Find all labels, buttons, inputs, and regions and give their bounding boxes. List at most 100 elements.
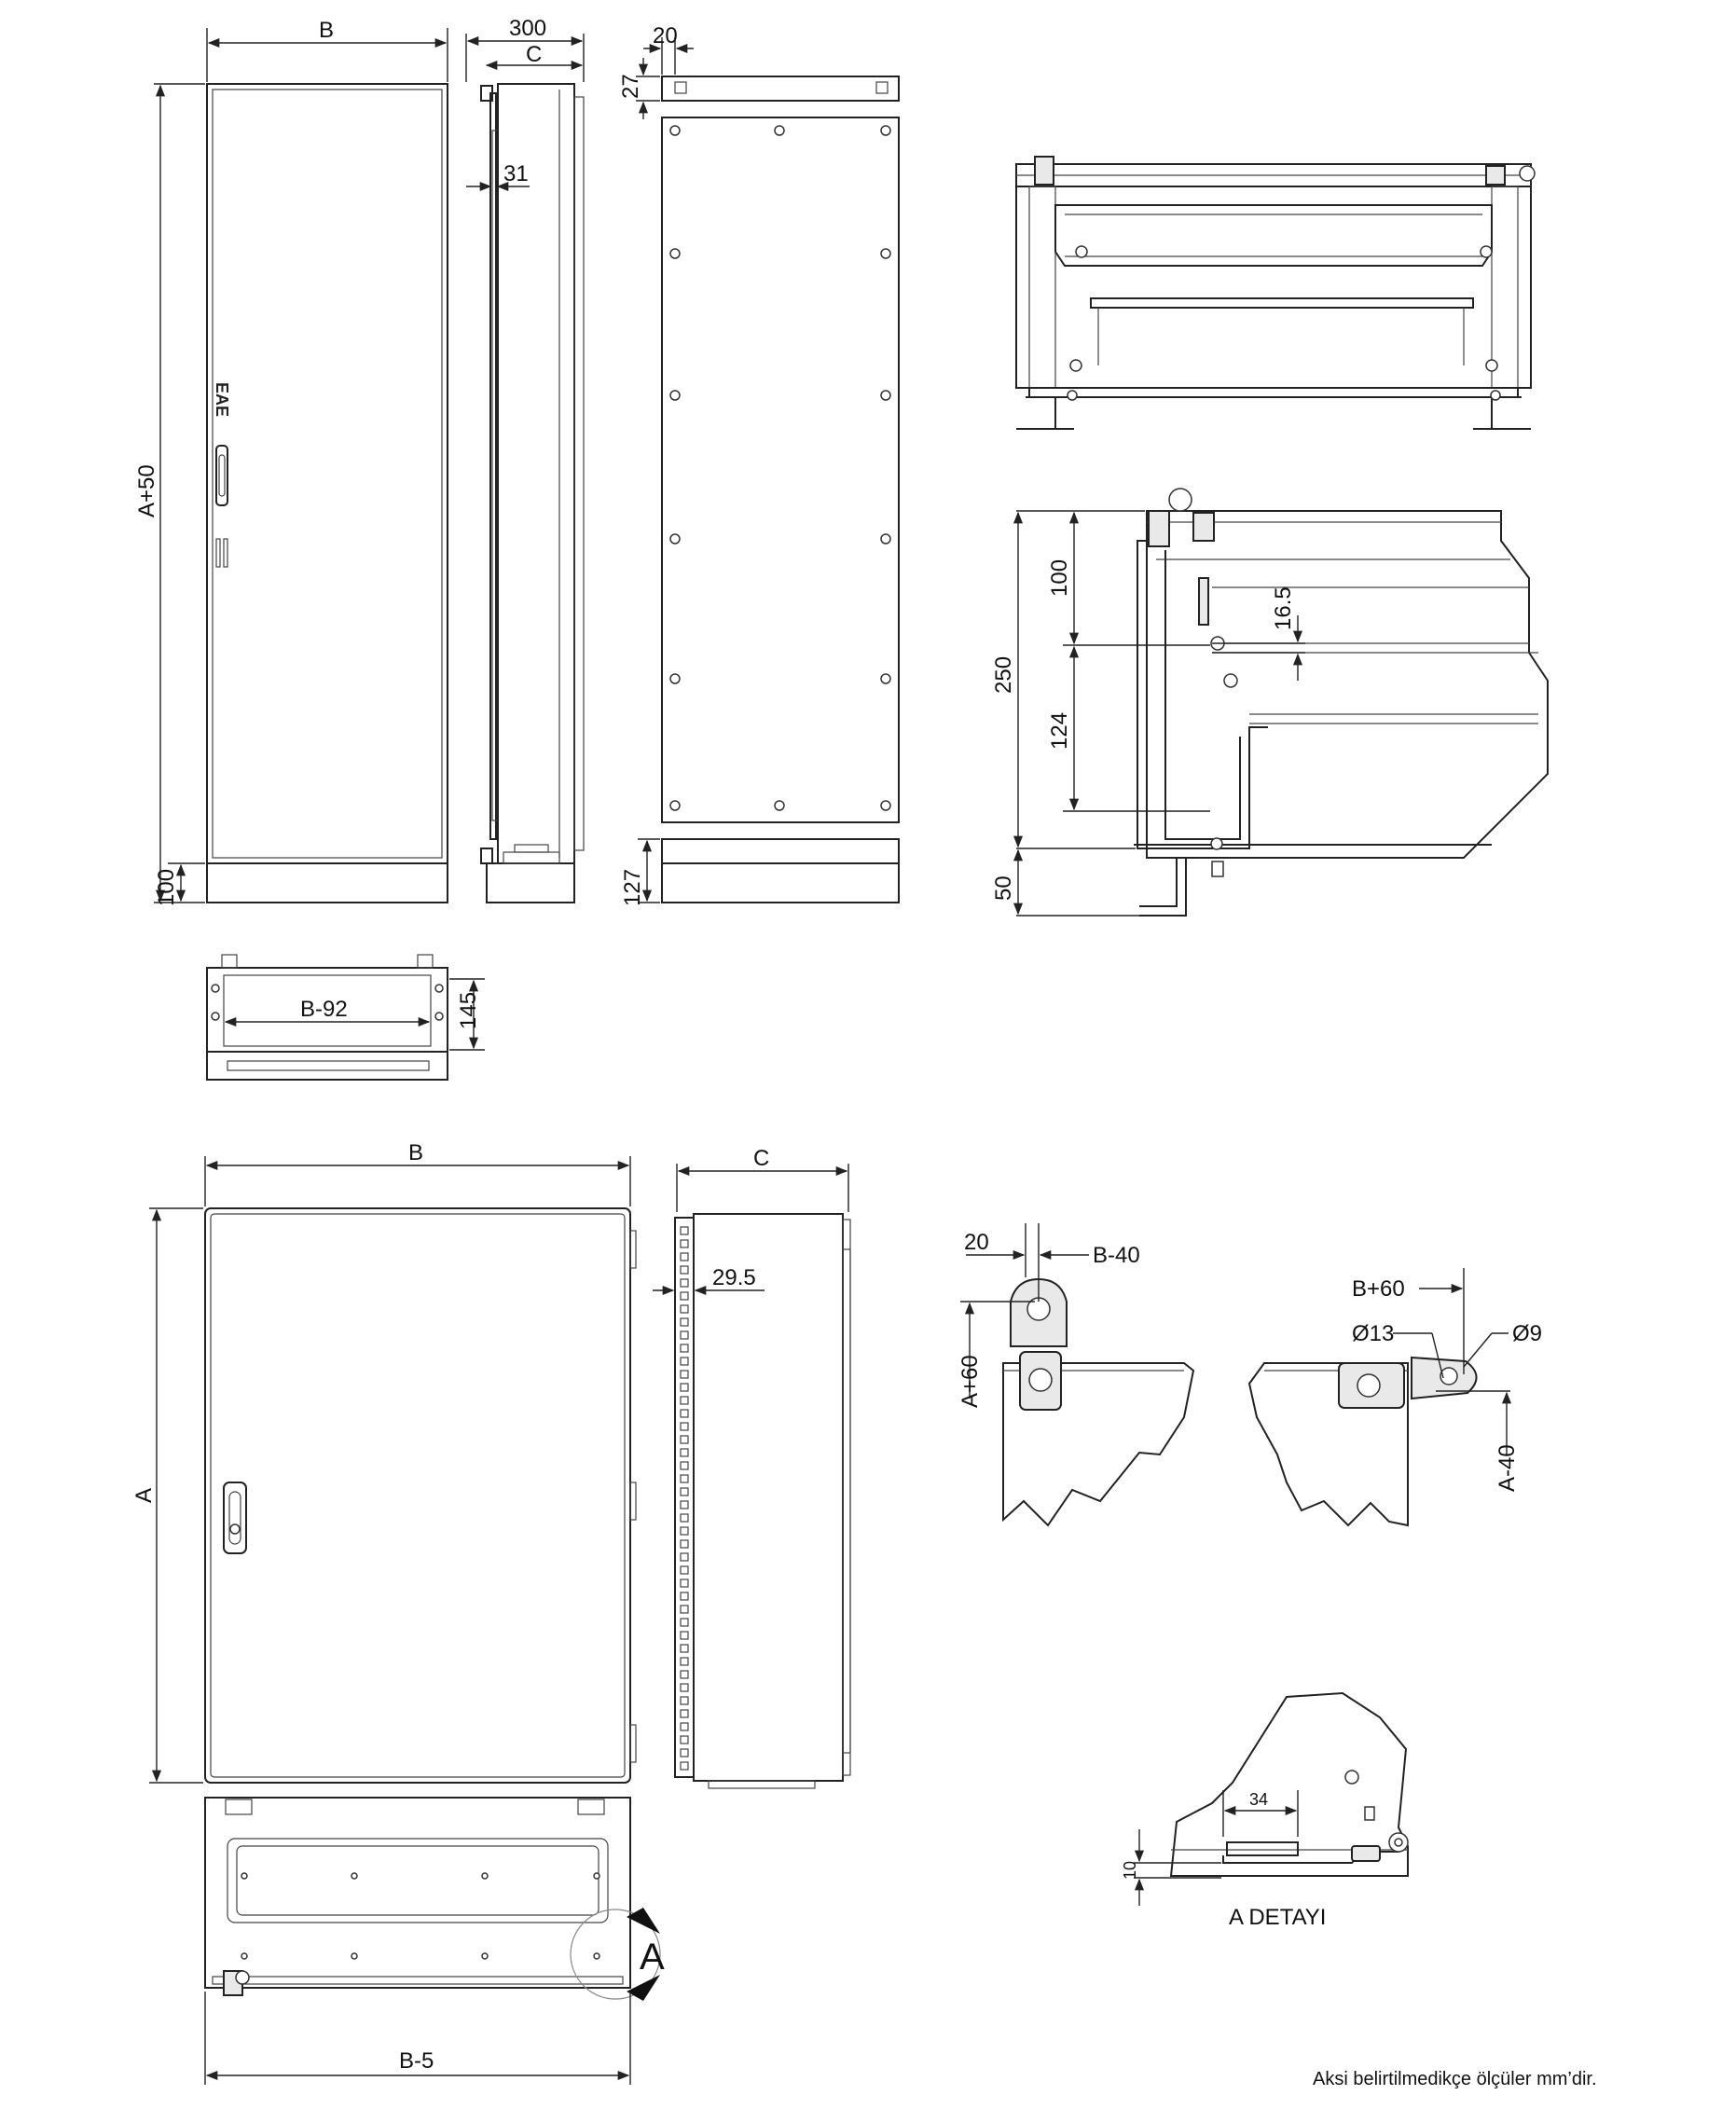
plinth-top-view (206, 954, 448, 1081)
roof-section-view (1015, 156, 1536, 430)
rail-slot (680, 1748, 689, 1758)
cabinet-logo: EAE (213, 382, 231, 417)
wall-cabinet-bottom-view: A (204, 1797, 665, 2001)
rail-slot (680, 1422, 689, 1431)
rail-slot (680, 1722, 689, 1731)
mounting-bracket-left-view (1002, 1277, 1195, 1527)
dim-a40: A-40 (1436, 1390, 1520, 1492)
rail-slot (680, 1474, 689, 1483)
dim-label-b92: B-92 (300, 997, 348, 1022)
rail-slot (680, 1461, 689, 1470)
dim-label-a: A (131, 1488, 157, 1503)
floor-cabinet-back-view (661, 76, 900, 903)
dim-depth-300: 300 (465, 16, 585, 82)
rail-slot (680, 1526, 689, 1536)
dim-label-250: 250 (991, 656, 1016, 694)
dim-label-b60: B+60 (1352, 1276, 1405, 1302)
detail-a-title: A DETAYI (1229, 1905, 1326, 1930)
dim-depth-c-bottom: C (676, 1146, 849, 1212)
rail-slot (680, 1565, 689, 1575)
bolt-hole (880, 390, 891, 401)
wall-cabinet-front-view (204, 1207, 637, 1784)
dim-label-20-mount: 20 (964, 1230, 989, 1255)
rail-slot (680, 1396, 689, 1405)
dim-29-5: 29.5 (653, 1265, 765, 1296)
rail-slot (680, 1605, 689, 1614)
bolt-hole (774, 800, 785, 811)
rail-slot (680, 1265, 689, 1275)
dim-label-31: 31 (503, 161, 529, 186)
dim-27: 27 (618, 58, 660, 119)
dim-label-127: 127 (620, 869, 645, 906)
dim-label-10: 10 (1121, 1861, 1139, 1880)
rail-slot (680, 1435, 689, 1444)
rail-slot (680, 1631, 689, 1640)
back-panel-bolts (669, 125, 891, 811)
dim-label-c-bottom: C (753, 1146, 769, 1171)
dim-height-a50: A+50 (134, 83, 205, 903)
rail-slot (680, 1709, 689, 1718)
rail-slot (680, 1670, 689, 1679)
dim-label-20-top: 20 (653, 23, 678, 48)
bolt-hole (880, 248, 891, 259)
rail-slot (680, 1644, 689, 1653)
dim-34: 34 (1222, 1790, 1299, 1837)
dim-height-a: A (131, 1207, 203, 1784)
dim-o9: Ø9 (1463, 1321, 1542, 1368)
dim-label-100-left: 100 (154, 869, 179, 906)
dim-label-b-bottom: B (408, 1140, 423, 1165)
bolt-hole (669, 390, 681, 401)
dim-depth-c-top: C (485, 42, 584, 71)
dim-label-300: 300 (509, 16, 546, 41)
bolt-hole (880, 673, 891, 684)
rail-slot (680, 1383, 689, 1392)
units-footnote: Aksi belirtilmedikçe ölçüler mm’dir. (1313, 2069, 1597, 2089)
rail-slot (680, 1683, 689, 1692)
dim-label-a60: A+60 (958, 1355, 983, 1408)
rail-slot (680, 1513, 689, 1523)
bolt-hole (669, 125, 681, 136)
dim-label-a40: A-40 (1495, 1444, 1520, 1492)
dim-label-145: 145 (456, 992, 481, 1029)
rail-slot (680, 1409, 689, 1418)
dim-a60: A+60 (958, 1301, 1035, 1408)
detail-a-marker: A (640, 1937, 665, 1978)
din-rail-slots (680, 1226, 689, 1771)
rail-slot (680, 1500, 689, 1509)
corner-section-view (1016, 488, 1549, 917)
detail-a-callout-circle (570, 1909, 661, 2000)
dim-100-corner: 100 (1047, 511, 1080, 645)
dim-250: 250 (991, 511, 1024, 848)
dim-label-o9: Ø9 (1512, 1321, 1542, 1346)
dim-label-b-top: B (319, 18, 334, 43)
dim-20-top: 20 (643, 23, 694, 75)
rail-slot (680, 1278, 689, 1288)
dim-label-124: 124 (1047, 712, 1072, 750)
bolt-hole (669, 533, 681, 544)
rail-slot (680, 1539, 689, 1549)
dim-20-mount: 20 (964, 1223, 1040, 1302)
rail-slot (680, 1291, 689, 1301)
rail-slot (680, 1357, 689, 1366)
rail-slot (680, 1370, 689, 1379)
dim-b92: B-92 (224, 997, 431, 1027)
rail-slot (680, 1330, 689, 1340)
floor-cabinet-side-view (480, 83, 585, 903)
rail-slot (680, 1239, 689, 1248)
rail-slot (680, 1487, 689, 1496)
dim-width-b: B (206, 18, 448, 82)
dim-b60: B+60 (1352, 1268, 1465, 1374)
rail-slot (680, 1618, 689, 1627)
dim-145: 145 (449, 978, 485, 1051)
dim-label-100: 100 (1047, 559, 1072, 597)
rail-slot (680, 1696, 689, 1705)
door-hinge-icon (215, 538, 228, 568)
dim-b5: B-5 (204, 1992, 631, 2085)
rail-slot (680, 1304, 689, 1314)
bolt-hole (880, 533, 891, 544)
dim-label-b40: B-40 (1093, 1243, 1140, 1268)
rail-slot (680, 1552, 689, 1562)
dim-b40: B-40 (1039, 1243, 1140, 1268)
rail-slot (680, 1252, 689, 1261)
bolt-hole (669, 248, 681, 259)
